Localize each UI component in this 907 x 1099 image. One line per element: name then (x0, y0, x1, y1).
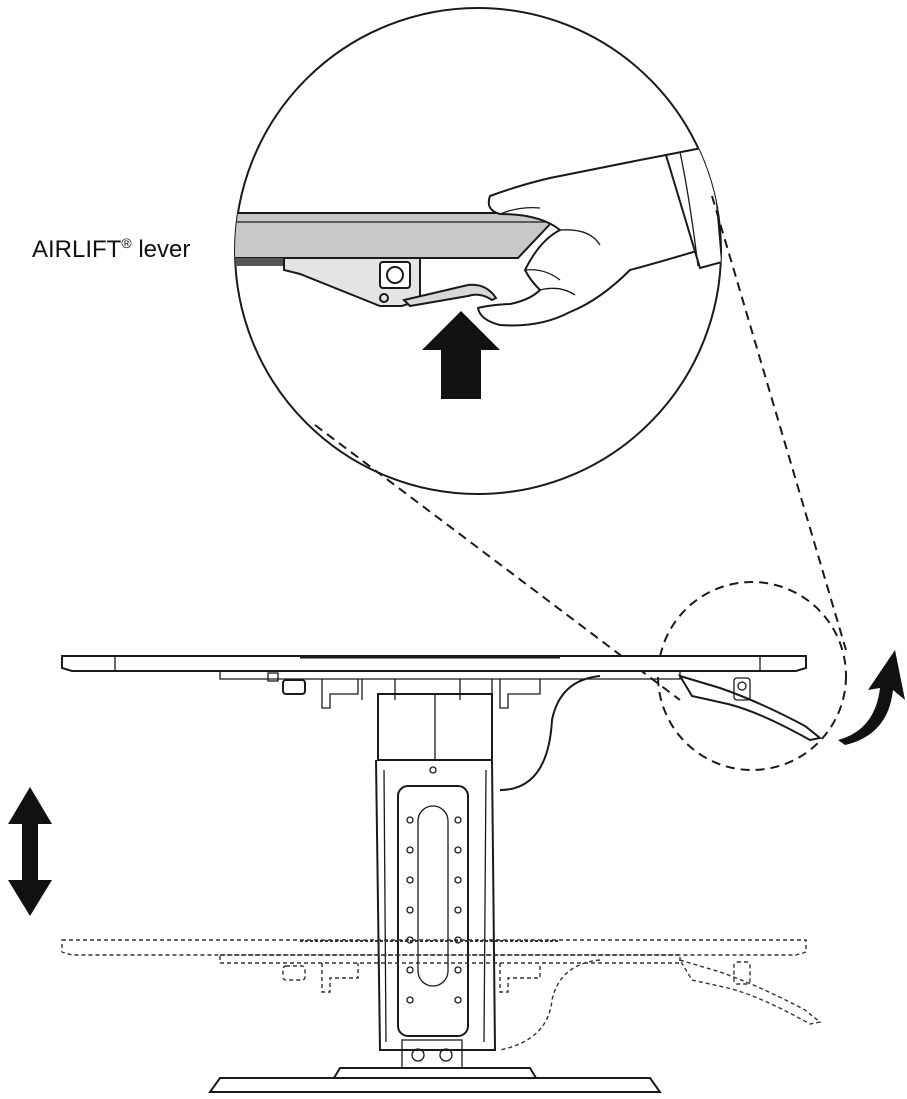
column-slot (417, 805, 449, 987)
airlift-lever-label: AIRLIFT® lever (32, 228, 190, 265)
table-raised (61, 655, 823, 1093)
column-inner-panel (397, 785, 469, 1037)
bracket-screw (379, 293, 389, 303)
gas-spring-mechanism (401, 1039, 463, 1069)
lever-label-main: AIRLIFT (32, 236, 122, 263)
detail-magnifier (234, 7, 722, 495)
release-curved-arrow-icon (838, 650, 905, 745)
tabletop-underside-strip (235, 258, 284, 266)
sleeve-cuff (664, 144, 721, 270)
zoom-line-right (711, 195, 847, 651)
base-foot (208, 1077, 662, 1093)
height-adjust-double-vertical-arrow-icon (8, 787, 52, 916)
lever-label-tail: lever (131, 236, 191, 263)
tabletop (61, 655, 807, 672)
column-holes (406, 766, 462, 1004)
airlift-lever (402, 283, 498, 308)
push-up-arrow-icon (422, 311, 500, 399)
lift-column (375, 759, 497, 1051)
bracket-knob (379, 261, 411, 289)
table-lowered-ghost (61, 939, 822, 1051)
base-plinth (332, 1067, 538, 1079)
zoom-line-left (314, 424, 681, 701)
hand-illustration (476, 153, 702, 327)
bracket-left (321, 679, 359, 709)
adjust-knob (282, 679, 306, 695)
detail-focus-circle (657, 581, 847, 771)
bracket-right (499, 679, 541, 709)
lift-cable (499, 675, 601, 791)
registered-mark: ® (121, 235, 132, 251)
main-airlift-lever (677, 674, 823, 742)
tabletop-section (235, 212, 553, 259)
ghost-tabletop (61, 939, 807, 956)
